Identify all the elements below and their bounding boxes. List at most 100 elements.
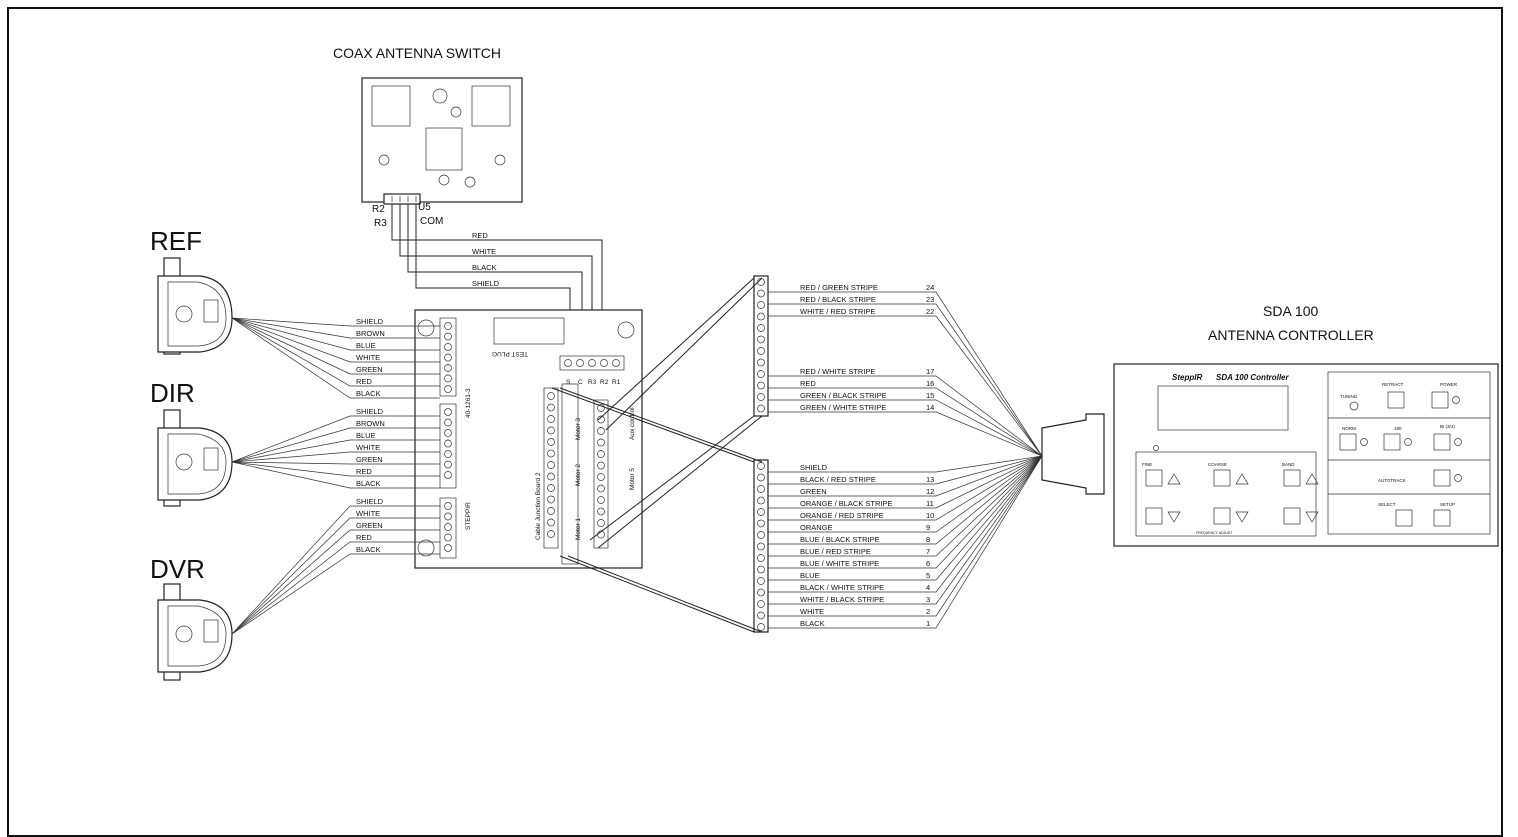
strip-dot [757, 324, 765, 332]
cable-num: 10 [926, 511, 934, 520]
terminal-dot [547, 530, 555, 538]
cable-lines [768, 291, 1043, 629]
band-up-button[interactable] [1283, 469, 1301, 487]
label-setup: SETUP [1440, 502, 1455, 507]
terminal-dot [597, 450, 605, 458]
setup-button[interactable] [1433, 509, 1451, 527]
bi-button[interactable] [1433, 433, 1451, 451]
dir-wire: BLACK [356, 479, 381, 488]
cable-label: RED / WHITE STRIPE [800, 367, 875, 376]
cable-label: SHIELD [800, 463, 828, 472]
strip-dot [757, 554, 765, 562]
motor-wire [231, 317, 440, 339]
motor-wire [231, 439, 440, 463]
up-arrow-icon [1235, 473, 1249, 485]
motor-wire [231, 451, 440, 463]
cable-label: BLUE / RED STRIPE [800, 547, 871, 556]
band-down-button[interactable] [1283, 507, 1301, 525]
coax-switch [361, 77, 523, 205]
cable-wire [768, 455, 1043, 581]
terminal-dot [444, 429, 452, 437]
board-label-r3: R3 [588, 379, 597, 386]
terminal-dot [547, 392, 555, 400]
retract-button[interactable] [1387, 391, 1405, 409]
ref-wire: RED [356, 377, 372, 386]
dir-wire: SHIELD [356, 407, 384, 416]
autotrack-button[interactable] [1433, 469, 1451, 487]
terminal-dot [444, 343, 452, 351]
cable-wire [768, 455, 1043, 509]
switch-wire-black: BLACK [472, 263, 497, 272]
cable-label: ORANGE / BLACK STRIPE [800, 499, 893, 508]
board-aux: Aux control [629, 407, 636, 440]
motor-ref [157, 257, 233, 355]
label-autotrack: AUTOTRACK [1378, 478, 1406, 483]
cable-num: 11 [926, 499, 934, 508]
fine-up-button[interactable] [1145, 469, 1163, 487]
strip-dot [757, 611, 765, 620]
coax-switch-title: COAX ANTENNA SWITCH [333, 45, 501, 61]
ref-wire: BROWN [356, 329, 385, 338]
motor-wire [231, 461, 440, 477]
cable-label: BLACK / RED STRIPE [800, 475, 876, 484]
motor-label-dir: DIR [150, 378, 195, 408]
board-to-strip-cables [551, 277, 763, 633]
terminal-dot [597, 404, 605, 412]
cable-num: 15 [926, 391, 934, 400]
switch-pin-r3: R3 [374, 218, 387, 229]
cable-num: 7 [926, 547, 930, 556]
strip-dot [757, 577, 765, 585]
board-part-no: 40-1261-3 [465, 388, 472, 418]
cable-label: WHITE / RED STRIPE [800, 307, 875, 316]
power-led-icon [1452, 396, 1460, 404]
label-coarse: COARSE [1208, 462, 1227, 467]
coarse-down-button[interactable] [1213, 507, 1231, 525]
power-button[interactable] [1431, 391, 1449, 409]
terminal-strip-dots [757, 278, 765, 631]
cable-num: 9 [926, 523, 930, 532]
board-steppir: STEPPIR [465, 502, 472, 530]
coarse-up-button[interactable] [1213, 469, 1231, 487]
cable-num: 4 [926, 583, 930, 592]
select-button[interactable] [1395, 509, 1413, 527]
terminal-dot [444, 439, 452, 448]
switch-pin-com: COM [420, 216, 443, 227]
terminal-dot [444, 374, 452, 383]
board-motor1: Motor 1 [575, 518, 582, 540]
cable-num: 6 [926, 559, 930, 568]
motor-wire [231, 317, 440, 363]
terminal-dot [597, 438, 605, 447]
terminal-dot [444, 460, 452, 469]
cable-upper-labels: RED / GREEN STRIPE 24 RED / BLACK STRIPE… [800, 283, 934, 412]
strip-dot [757, 623, 765, 631]
fine-down-button[interactable] [1145, 507, 1163, 525]
terminal-dot [547, 403, 555, 412]
board-label-s: S [566, 379, 571, 386]
terminal-dot [547, 449, 555, 458]
cable-label: WHITE [800, 607, 824, 616]
down-arrow-icon [1305, 511, 1319, 523]
ref-wire-labels: SHIELD BROWN BLUE WHITE GREEN RED BLACK [356, 317, 385, 398]
norm-button[interactable] [1339, 433, 1357, 451]
switch-wire-white: WHITE [472, 247, 496, 256]
db25-connector [1041, 413, 1105, 495]
cable-label: WHITE / BLACK STRIPE [800, 595, 884, 604]
sda100-controller [1113, 363, 1499, 547]
terminal-dot [597, 427, 605, 435]
cable-num: 2 [926, 607, 930, 616]
cable-num: 16 [926, 379, 934, 388]
switch-wire-red: RED [472, 231, 488, 240]
cable-wire [768, 455, 1043, 593]
cable-wire [768, 455, 1043, 485]
cable-junction-board [414, 309, 643, 569]
terminal-dot [444, 450, 452, 458]
motor-dvr [157, 583, 233, 681]
strip-dot [757, 462, 765, 470]
controller-buttons [1145, 391, 1462, 527]
strip-dot [757, 381, 765, 390]
terminal-dot [597, 473, 605, 481]
terminal-dot [444, 408, 452, 416]
cable-wire [768, 455, 1043, 605]
180-button[interactable] [1383, 433, 1401, 451]
